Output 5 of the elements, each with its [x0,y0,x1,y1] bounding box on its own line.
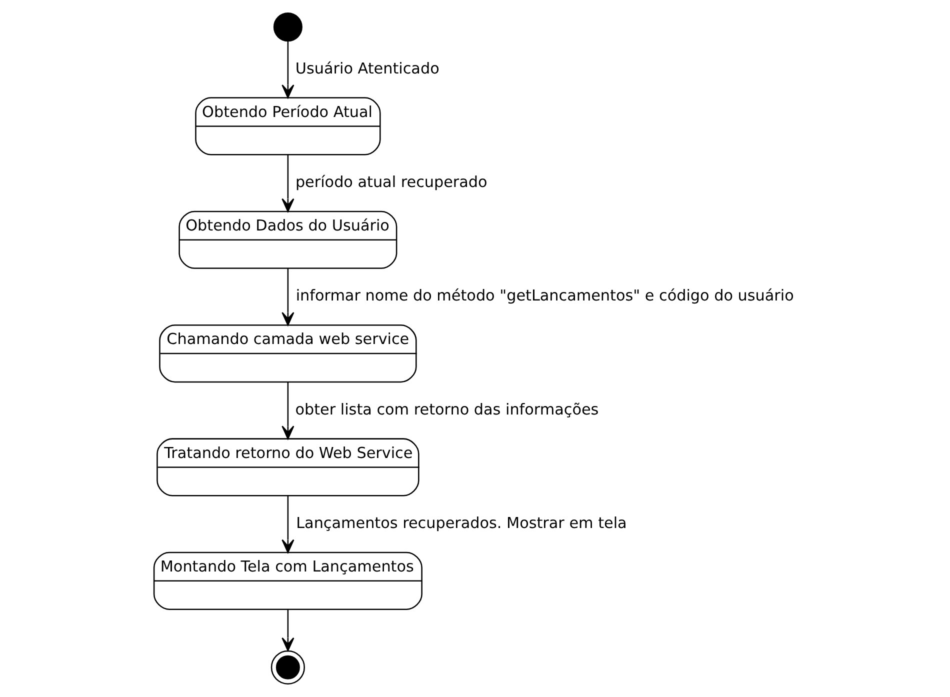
edge-label: informar nome do método "getLancamentos" e código do usuário [295,286,794,305]
edge-label: obter lista com retorno das informações [294,400,598,418]
edge-label: Lançamentos recuperados. Mostrar em tela [296,514,626,532]
edge-label: Usuário Atenticado [294,59,439,78]
edge-label: período atual recuperado [294,172,487,191]
